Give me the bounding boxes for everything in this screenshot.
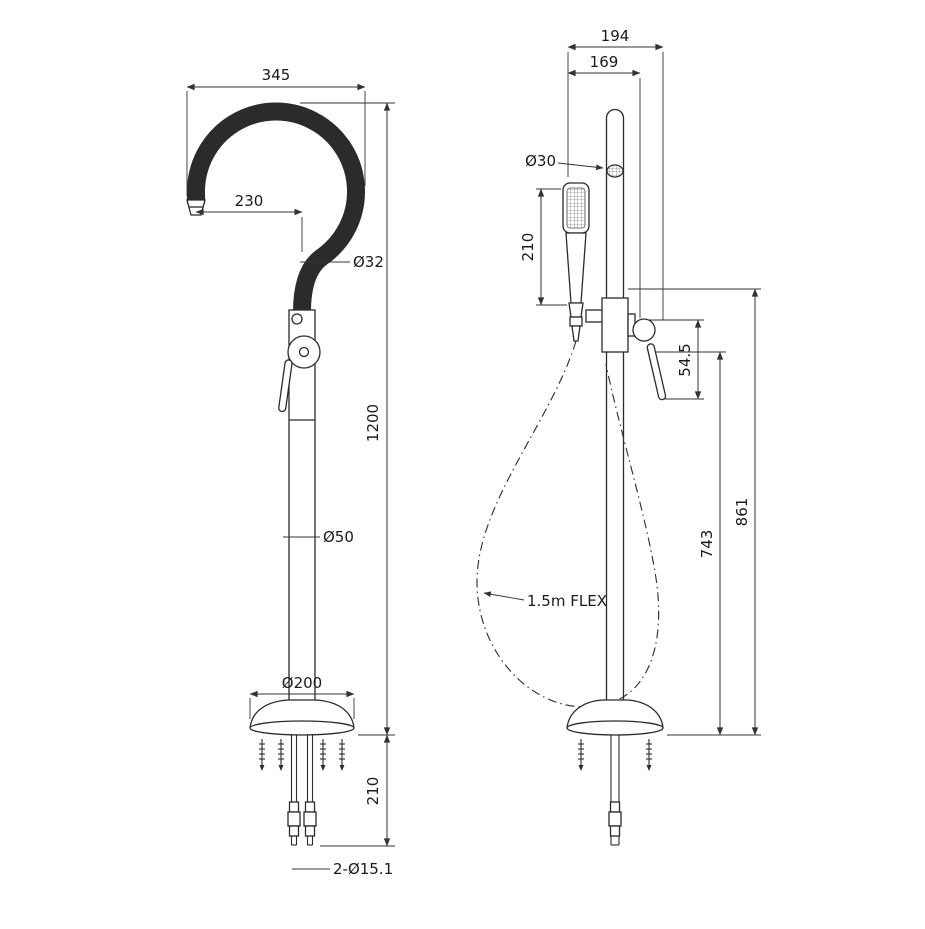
control-dial (287, 335, 321, 369)
dimension-label: 345 (262, 66, 291, 84)
dimension-label: 2-Ø15.1 (333, 860, 393, 878)
supply-tail (287, 735, 301, 846)
dimension-label: Ø50 (323, 528, 354, 546)
dimension-label: 54.5 (676, 343, 694, 376)
spout-outlet-stub (606, 164, 624, 178)
spout-tube (186, 102, 365, 313)
side-dimensions: 194 169 Ø30 210 54.5 861 (483, 27, 761, 736)
dim-base-diameter: Ø200 (249, 674, 355, 719)
tail-fitting (304, 825, 316, 837)
column-body (288, 309, 316, 702)
dimension-label: 1200 (364, 404, 382, 442)
base-rim (249, 720, 355, 736)
mounting-screw (339, 739, 345, 771)
dim-spout-reach: 345 (186, 66, 366, 196)
mounting-screw (646, 739, 652, 771)
dimension-label: 1.5m FLEX (527, 592, 607, 610)
dim-depth-handset: 169 (567, 53, 641, 318)
hose-connector (568, 302, 584, 318)
callout-column-diameter: Ø50 (283, 528, 354, 546)
dim-height-lever: 743 (656, 351, 726, 736)
dimension-label: 743 (698, 530, 716, 559)
supply-tail (608, 735, 622, 846)
control-dial-center (298, 346, 310, 358)
flex-hose (476, 340, 660, 708)
dimension-label: Ø30 (525, 152, 556, 170)
front-view (186, 102, 365, 846)
dimension-label: 861 (733, 498, 751, 527)
dim-tails-length: 210 (320, 734, 395, 847)
side-lever-handle (646, 343, 667, 401)
valve-body (601, 297, 629, 353)
supply-tail (303, 735, 317, 846)
front-dimensions: 345 230 Ø32 1200 Ø50 Ø200 (186, 66, 395, 878)
dimension-label: Ø200 (282, 674, 322, 692)
leader-line (483, 591, 525, 601)
dimension-label: 210 (364, 777, 382, 806)
base-flange (566, 699, 664, 729)
tail-nut (303, 811, 317, 827)
tail-fitting (609, 801, 621, 813)
tail-fitting (304, 801, 316, 813)
diverter-button (291, 313, 303, 325)
tail-nut (608, 811, 622, 827)
tail-fitting (288, 801, 300, 813)
dimension-label: 169 (590, 53, 619, 71)
handset-handle (565, 232, 587, 304)
callout-flex-hose: 1.5m FLEX (483, 591, 607, 610)
leader-line (557, 162, 604, 171)
dim-handset-length: 210 (519, 188, 567, 306)
dimension-label: 194 (601, 27, 630, 45)
mounting-screw (320, 739, 326, 771)
lever-handle (278, 359, 293, 413)
hose-nut (569, 316, 583, 327)
hose-cone (571, 325, 581, 342)
base-rim (566, 720, 664, 736)
tail-fitting (609, 825, 621, 837)
tail-nut (287, 811, 301, 827)
dimension-label: 230 (235, 192, 264, 210)
dim-spout-projection: 230 (195, 192, 303, 252)
mounting-screw (259, 739, 265, 771)
dimension-label: 210 (519, 233, 537, 262)
callout-tails-spec: 2-Ø15.1 (292, 860, 393, 878)
dimension-label: Ø32 (353, 253, 384, 271)
dim-height-outlet: 861 (628, 288, 761, 736)
diverter-knob (632, 318, 656, 342)
handset-spray-face (566, 187, 586, 229)
riser-tube (605, 108, 625, 700)
tail-fitting (288, 825, 300, 837)
callout-outlet-diameter: Ø30 (525, 152, 604, 171)
mounting-screw (278, 739, 284, 771)
base-flange (249, 699, 355, 729)
side-view (476, 108, 667, 846)
callout-riser-diameter: Ø32 (300, 253, 384, 271)
dim-overall-height: 1200 (300, 102, 395, 736)
mounting-screw (578, 739, 584, 771)
